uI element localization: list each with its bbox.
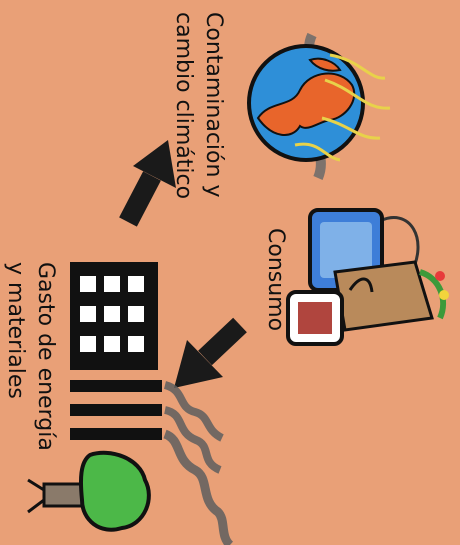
arrow-consumption-to-factory — [174, 325, 240, 388]
globe-pollution-icon — [249, 35, 390, 178]
tree-icon — [28, 453, 149, 530]
label-contaminacion-line2: cambio climático — [168, 12, 198, 199]
label-consumo-text: Consumo — [260, 228, 290, 331]
label-contaminacion: Contaminación y cambio climático — [168, 12, 228, 199]
label-gasto-line2: y materiales — [0, 262, 30, 451]
label-consumo: Consumo — [260, 228, 290, 331]
label-gasto-line1: Gasto de energía — [30, 262, 60, 451]
smoke-icon — [165, 385, 230, 545]
factory-icon — [70, 262, 162, 440]
shopping-consumption-icon — [288, 210, 449, 344]
label-gasto: Gasto de energía y materiales — [0, 262, 60, 451]
label-contaminacion-line1: Contaminación y — [198, 12, 228, 199]
